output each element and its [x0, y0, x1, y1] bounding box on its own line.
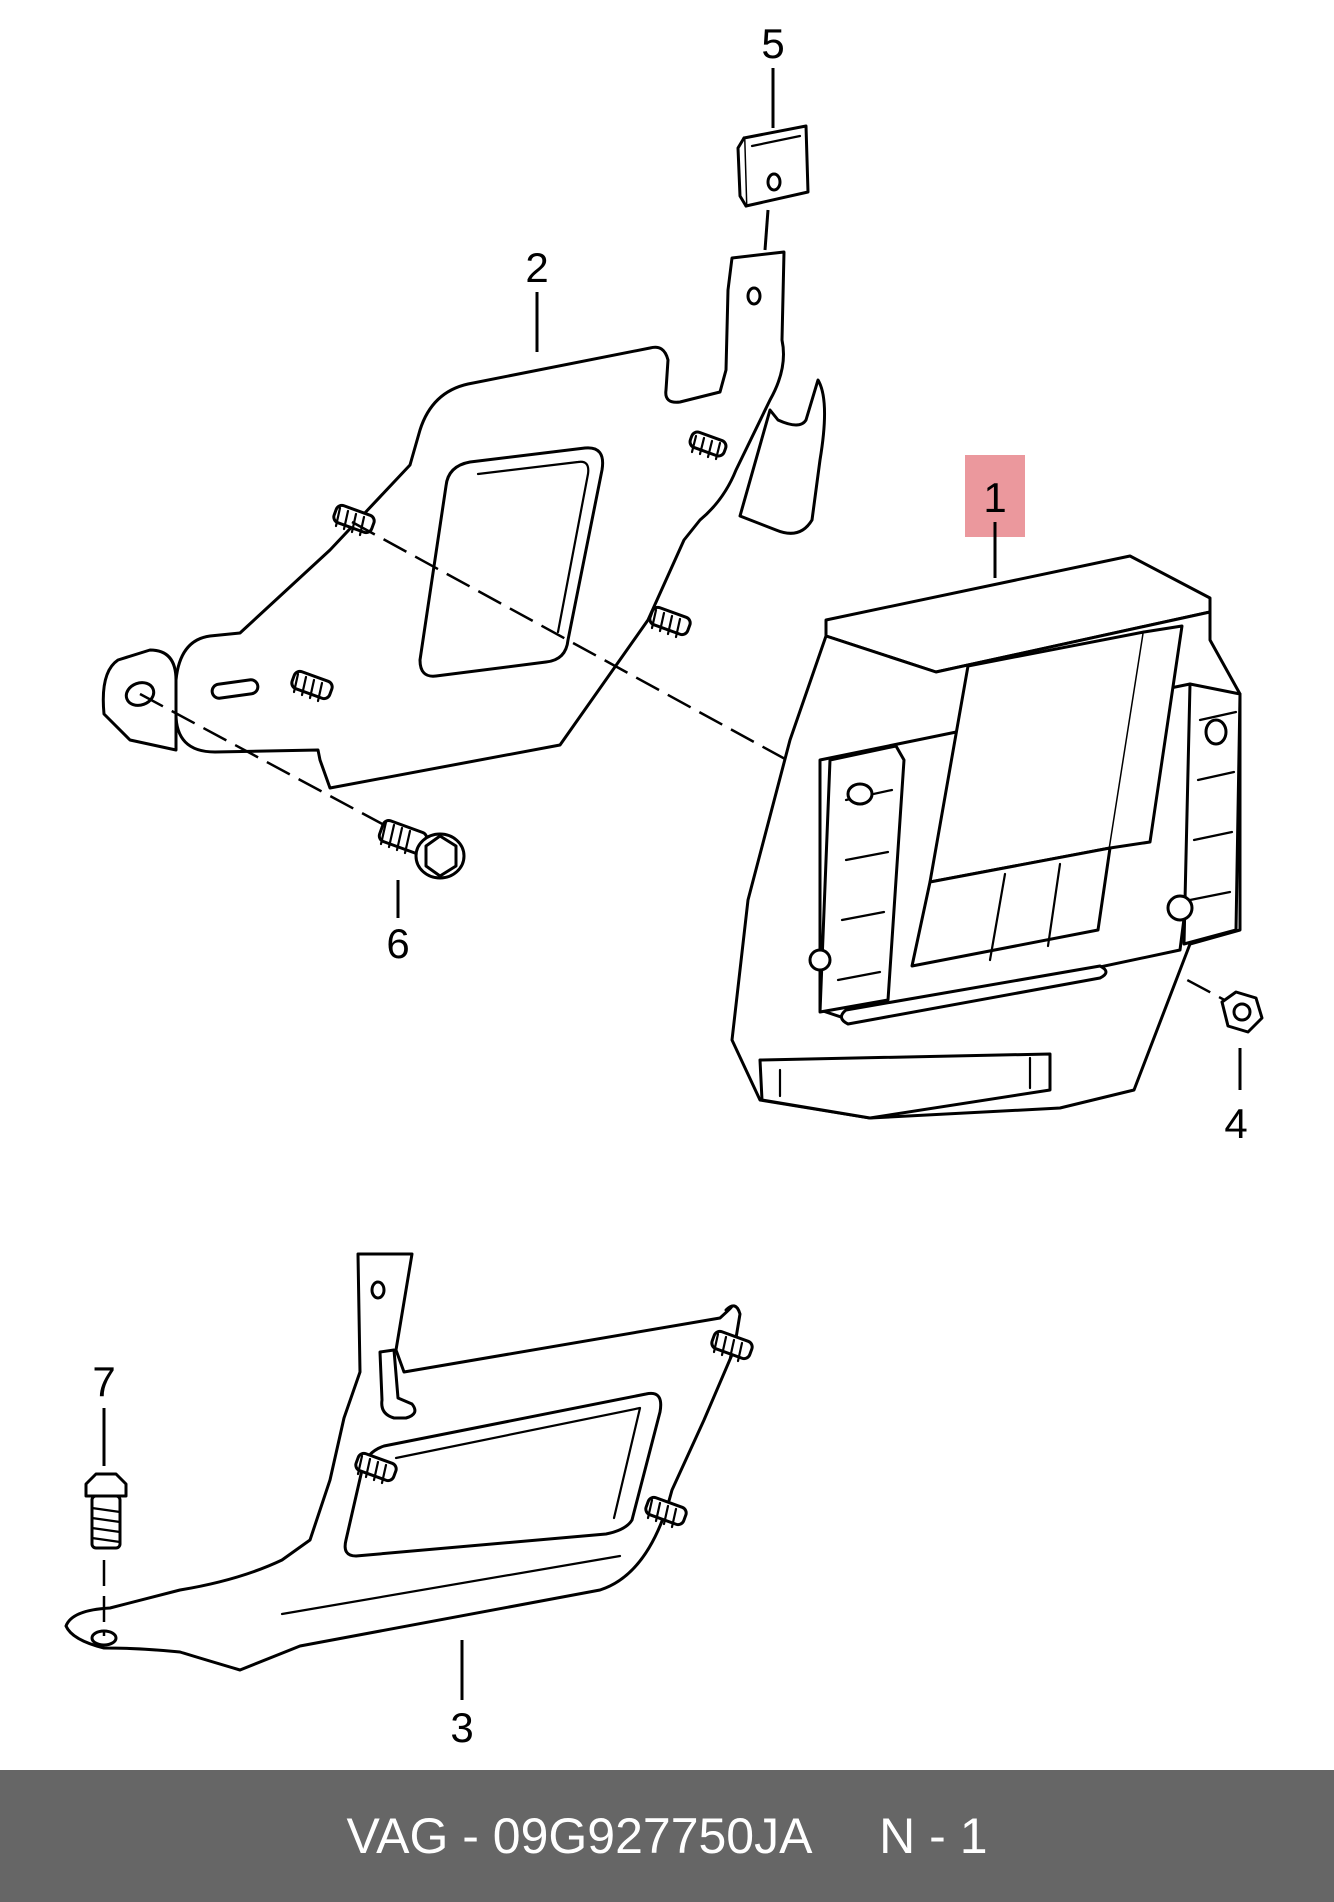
part-number-footer: VAG - 09G927750JA N - 1 — [0, 1770, 1334, 1902]
part-6-bolt — [377, 818, 466, 880]
part-1-control-unit — [730, 554, 1242, 1120]
stud-upper-left — [332, 503, 376, 537]
part-4-nut — [1220, 990, 1264, 1034]
part-number-label: VAG - 09G927750JA N - 1 — [346, 1808, 988, 1864]
alignment-line-lower — [139, 692, 387, 828]
callout-3[interactable]: 3 — [450, 1704, 473, 1751]
part-7-hex-bolt — [84, 1472, 128, 1550]
alignment-line-upper — [351, 520, 861, 802]
exploded-parts-diagram: 1 2 5 — [64, 20, 1264, 1751]
part-2-upper-bracket — [101, 250, 826, 790]
stud-lower-left — [290, 669, 334, 703]
stud-mid-right — [648, 605, 692, 639]
part-3-lower-bracket — [64, 1252, 742, 1672]
stud-bracket3-right — [644, 1495, 688, 1529]
stud-bracket3-left — [354, 1451, 398, 1485]
callout-1[interactable]: 1 — [983, 474, 1006, 521]
leader-5b — [763, 209, 770, 251]
stud-upper-right — [688, 430, 728, 461]
callout-2[interactable]: 2 — [525, 244, 548, 291]
stud-bracket3-upper-right — [710, 1329, 754, 1363]
callout-6[interactable]: 6 — [386, 920, 409, 967]
callout-4[interactable]: 4 — [1224, 1100, 1247, 1147]
callout-5[interactable]: 5 — [761, 20, 784, 67]
part-5-clip-nut — [736, 124, 810, 208]
callout-7[interactable]: 7 — [92, 1358, 115, 1405]
